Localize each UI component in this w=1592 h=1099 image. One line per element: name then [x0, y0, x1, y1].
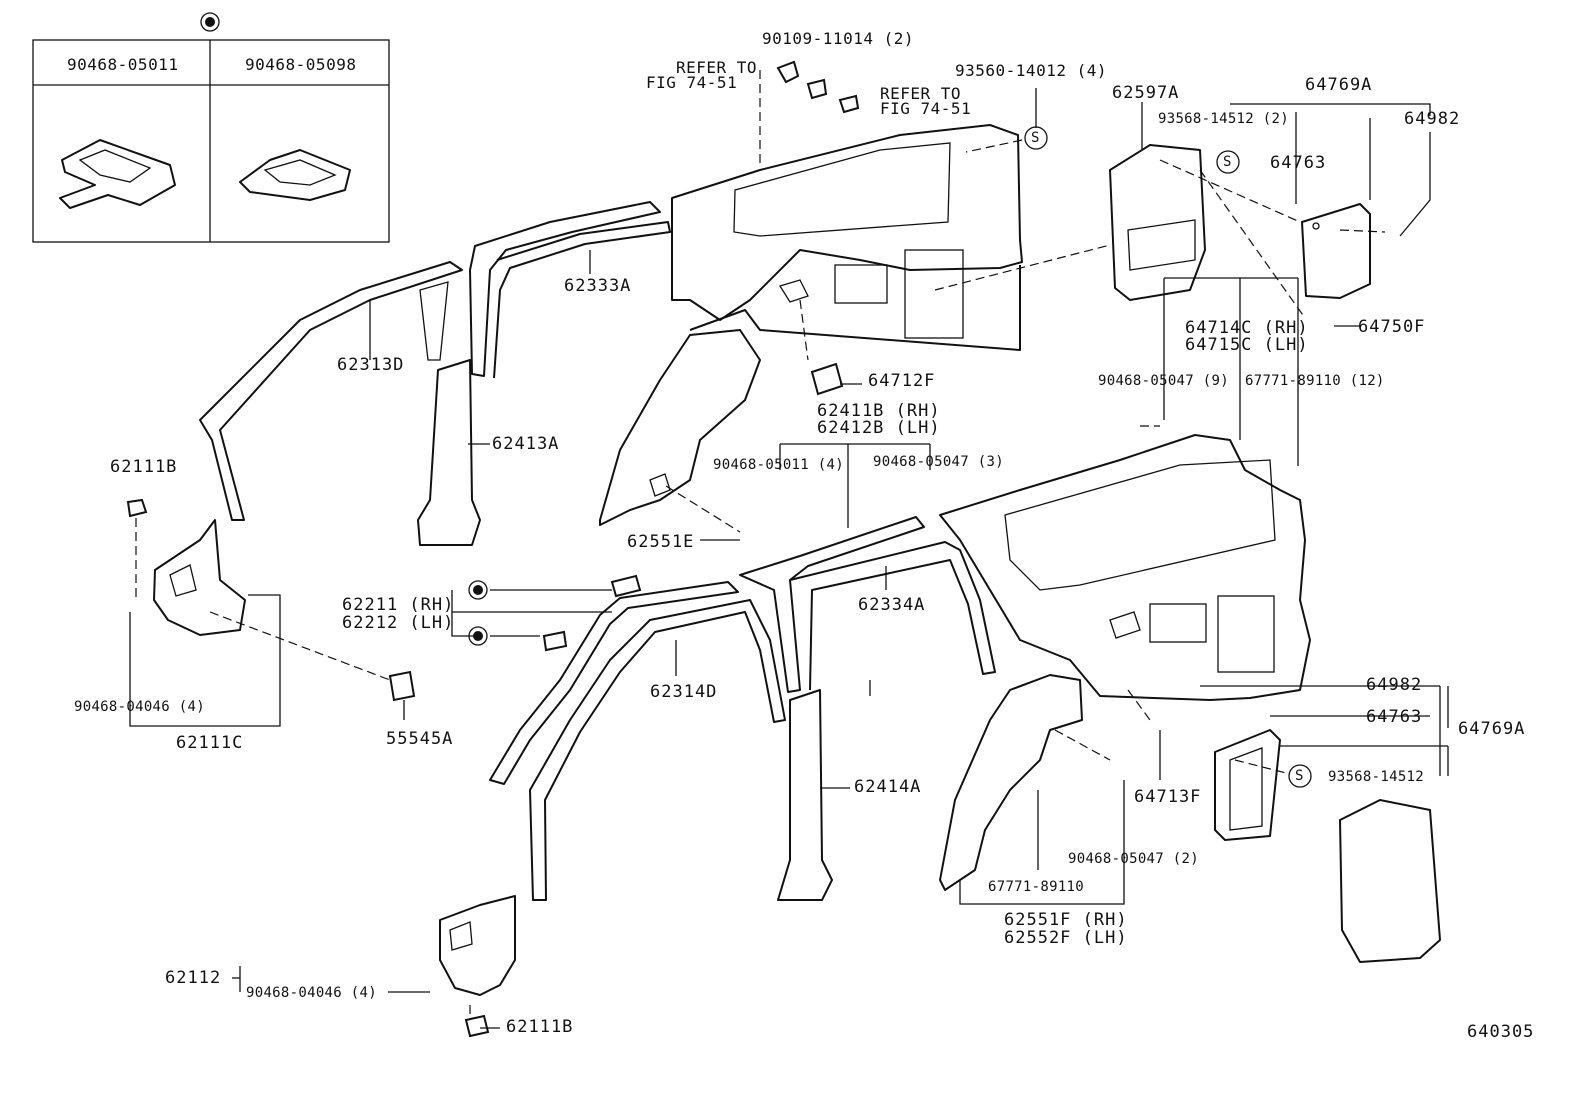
quarter-trim-lower	[939, 434, 1311, 701]
cover-62597A	[1109, 144, 1206, 301]
label-62411B: 62411B (RH)	[817, 401, 941, 421]
label-67771-89110-12: 67771-89110 (12)	[1245, 373, 1385, 389]
fastener-group-top	[759, 60, 1023, 165]
s-mark-3	[1288, 764, 1312, 788]
label-62412B: 62412B (LH)	[817, 418, 941, 438]
quarter-trim-upper	[671, 124, 1023, 339]
label-64763-bottom: 64763	[1366, 707, 1423, 727]
clip-90468-05098-drawing	[239, 149, 351, 201]
figure-number: 640305	[1467, 1022, 1535, 1042]
cover-box-bottom	[1339, 799, 1441, 963]
s-mark-2	[1216, 150, 1240, 174]
s-mark-2-text: S	[1223, 154, 1232, 170]
clip-64712F	[810, 362, 844, 396]
label-93568-14512-bottom: 93568-14512	[1328, 769, 1425, 785]
label-64750F: 64750F	[1358, 317, 1426, 337]
label-67771-89110: 67771-89110	[988, 879, 1085, 895]
quarter-trim-upper-lower	[689, 265, 1021, 351]
label-90468-05047-3: 90468-05047 (3)	[873, 454, 1004, 470]
label-62333A: 62333A	[564, 276, 632, 296]
label-62314D: 62314D	[650, 682, 718, 702]
garnish-62334A	[739, 516, 996, 693]
label-62334A: 62334A	[858, 595, 926, 615]
pillar-62413A	[417, 359, 481, 546]
garnish-62333A	[469, 201, 671, 379]
clip-55545A-shape	[209, 611, 416, 702]
leader-lines	[232, 88, 1449, 1029]
label-62551E: 62551E	[627, 532, 695, 552]
label-refer-1a: REFER TO	[676, 58, 758, 77]
garnish-62314D	[489, 581, 786, 901]
clip-90468-05011-drawing	[59, 139, 176, 209]
label-refer-2a: REFER TO	[880, 84, 962, 103]
label-64715C: 64715C (LH)	[1185, 335, 1309, 355]
s-mark-1	[1024, 126, 1048, 150]
label-64712F: 64712F	[868, 371, 936, 391]
dot-mark-2	[468, 626, 488, 646]
clip-62111B-bottom	[464, 1014, 490, 1038]
label-62111C: 62111C	[176, 733, 244, 753]
label-64982-bottom: 64982	[1366, 675, 1423, 695]
label-62597A: 62597A	[1112, 83, 1180, 103]
label-93560-14012: 93560-14012 (4)	[955, 61, 1107, 80]
label-64763-top: 64763	[1270, 153, 1327, 173]
label-90468-05011-4: 90468-05011 (4)	[713, 457, 844, 473]
label-64714C: 64714C (RH)	[1185, 318, 1309, 338]
wheel-house-trim-62551E	[599, 329, 761, 526]
label-62414A: 62414A	[854, 777, 922, 797]
label-90468-05047-9: 90468-05047 (9)	[1098, 373, 1229, 389]
label-refer-2b: FIG 74-51	[880, 99, 972, 118]
label-90109-11014: 90109-11014 (2)	[762, 29, 914, 48]
label-62552F: 62552F (LH)	[1004, 928, 1128, 948]
pillar-62414A	[777, 689, 833, 901]
label-62211: 62211 (RH)	[342, 595, 455, 615]
inset-col-1: 90468-05011	[67, 55, 179, 74]
label-90468-05047-2: 90468-05047 (2)	[1068, 851, 1199, 867]
leader-62111C	[129, 594, 281, 727]
cover-64769A-top	[1301, 203, 1371, 299]
wheel-house-trim-62551F	[939, 674, 1083, 891]
label-90468-04046-b: 90468-04046 (4)	[246, 985, 377, 1001]
label-93568-14512-top: 93568-14512 (2)	[1158, 111, 1289, 127]
garnish-62313D	[199, 261, 463, 521]
label-62313D: 62313D	[337, 355, 405, 375]
label-64769A-bottom: 64769A	[1458, 719, 1526, 739]
label-62413A: 62413A	[492, 434, 560, 454]
label-refer-1b: FIG 74-51	[646, 73, 738, 92]
label-62112: 62112	[165, 968, 222, 988]
label-64982-top: 64982	[1404, 109, 1461, 129]
label-64713F: 64713F	[1134, 787, 1202, 807]
cover-62112	[439, 895, 516, 996]
label-90468-04046-a: 90468-04046 (4)	[74, 699, 205, 715]
clip-62111B-top-shape	[126, 498, 148, 600]
label-62212: 62212 (LH)	[342, 613, 455, 633]
dot-mark-1	[468, 580, 488, 600]
label-62111B-bottom: 62111B	[506, 1017, 574, 1037]
label-62111B-top: 62111B	[110, 457, 178, 477]
label-55545A: 55545A	[386, 729, 454, 749]
dash-lines-lower	[469, 425, 1291, 1020]
s-mark-3-text: S	[1295, 768, 1304, 784]
cover-62111C	[153, 519, 246, 636]
inset-col-2: 90468-05098	[245, 55, 357, 74]
garnish-62212	[542, 574, 642, 652]
s-mark-1-text: S	[1031, 130, 1040, 146]
clip-inset-box	[32, 12, 390, 243]
label-64769A-top: 64769A	[1305, 75, 1373, 95]
dash-lines-upper	[799, 159, 1386, 361]
label-62551F: 62551F (RH)	[1004, 910, 1128, 930]
cover-64769A-bottom	[1214, 729, 1281, 841]
